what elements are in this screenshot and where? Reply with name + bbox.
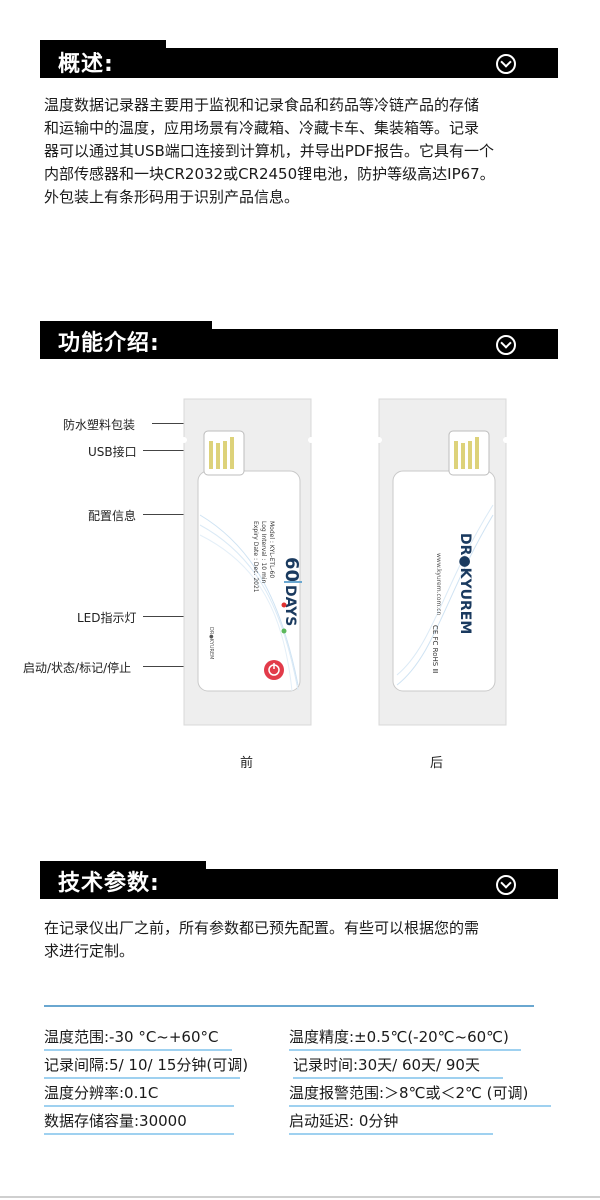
overview-header-tab	[40, 40, 166, 78]
back-website: www.kyurem.com.cn	[435, 553, 442, 615]
spec-start-delay: 启动延迟: 0分钟	[289, 1110, 493, 1135]
specs-intro-line: 求进行定制。	[44, 942, 135, 960]
overview-line: 和运输中的温度，应用场景有冷藏箱、冷藏卡车、集装箱等。记录	[44, 119, 480, 137]
chevron-down-icon[interactable]	[496, 875, 516, 895]
front-device-illustration: 60 DAYS Model : KYL-ETL-60 Log Interval …	[181, 398, 314, 726]
specs-divider	[44, 1005, 534, 1007]
overview-line: 内部传感器和一块CR2032或CR2450锂电池，防护等级高达IP67。	[44, 165, 495, 183]
specs-header: 技术参数:	[40, 861, 558, 899]
back-caption: 后	[430, 756, 444, 771]
front-caption: 前	[240, 756, 254, 771]
specs-header-tab	[40, 861, 206, 899]
callout-usb-port: USB接口	[88, 445, 137, 459]
front-days-number: 60	[281, 557, 302, 582]
overview-line: 外包装上有条形码用于识别产品信息。	[44, 188, 300, 206]
features-header: 功能介绍:	[40, 321, 558, 359]
power-button-icon	[264, 660, 284, 680]
specs-intro: 在记录仪出厂之前，所有参数都已预先配置。有些可以根据您的需 求进行定制。	[44, 917, 479, 963]
front-days-word: DAYS	[282, 585, 298, 626]
specs-title: 技术参数:	[58, 871, 160, 896]
spec-temp-accuracy: 温度精度:±0.5℃(-20℃~60℃)	[289, 1026, 521, 1051]
spec-log-interval: 记录间隔:5/ 10/ 15分钟(可调)	[44, 1054, 248, 1079]
spec-storage-capacity: 数据存储容量:30000	[44, 1110, 234, 1135]
features-title: 功能介绍:	[58, 331, 160, 356]
front-config-line: Expiry Date : Dec. 2021	[252, 521, 259, 593]
callout-led-indicator: LED指示灯	[77, 611, 137, 625]
led-green-icon	[281, 628, 287, 634]
features-header-tab	[40, 321, 212, 359]
overview-title: 概述:	[58, 52, 114, 77]
led-red-icon	[281, 602, 287, 608]
callout-line	[143, 450, 223, 451]
spec-temp-resolution: 温度分辨率:0.1C	[44, 1082, 234, 1107]
spec-record-time: 记录时间:30天/ 60天/ 90天	[293, 1054, 503, 1079]
chevron-down-icon[interactable]	[496, 335, 516, 355]
overview-text: 温度数据记录器主要用于监视和记录食品和药品等冷链产品的存储 和运输中的温度，应用…	[44, 94, 495, 209]
overview-line: 温度数据记录器主要用于监视和记录食品和药品等冷链产品的存储	[44, 96, 480, 114]
chevron-down-icon[interactable]	[496, 54, 516, 74]
back-brand: DR●KYUREM	[457, 533, 473, 634]
front-brand-small: DR●KYUREM	[208, 627, 214, 659]
page-bottom-divider	[0, 1196, 600, 1198]
overview-header: 概述:	[40, 40, 558, 78]
back-device-illustration: DR●KYUREM www.kyurem.com.cn CE FC RoHS Ⅲ	[376, 398, 509, 726]
back-certifications: CE FC RoHS Ⅲ	[431, 625, 439, 673]
spec-alarm-range: 温度报警范围:＞8℃或＜2℃ (可调)	[289, 1082, 551, 1107]
overview-line: 器可以通过其USB端口连接到计算机，并导出PDF报告。它具有一个	[44, 142, 495, 160]
front-config-line: Model : KYL-ETL-60	[268, 521, 275, 578]
callout-start-stop: 启动/状态/标记/停止	[23, 661, 132, 675]
front-config-line: Log Interval : 10 min	[260, 521, 267, 583]
spec-temp-range: 温度范围:-30 °C~+60°C	[44, 1026, 232, 1051]
callout-config-info: 配置信息	[88, 509, 137, 523]
callout-waterproof-packaging: 防水塑料包装	[63, 418, 136, 432]
specs-intro-line: 在记录仪出厂之前，所有参数都已预先配置。有些可以根据您的需	[44, 919, 480, 937]
